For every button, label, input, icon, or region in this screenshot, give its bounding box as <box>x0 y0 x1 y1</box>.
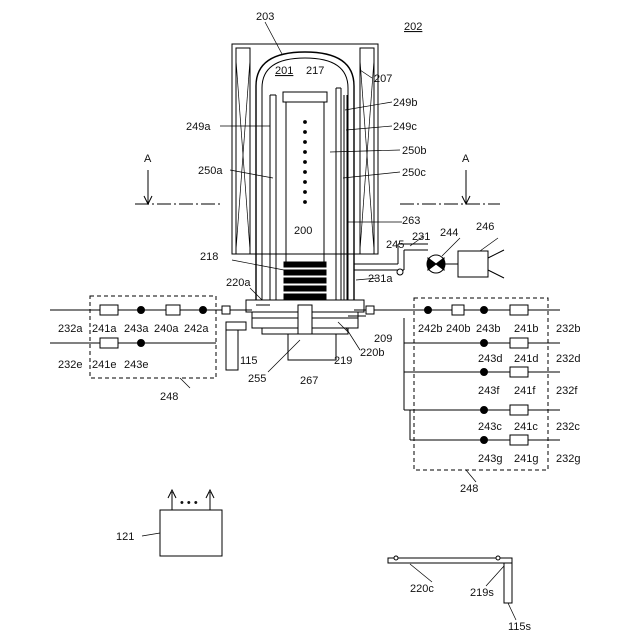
label-248-left: 248 <box>160 391 178 403</box>
label-203: 203 <box>256 11 274 23</box>
label-231: 231 <box>412 231 430 243</box>
label-241a: 241a <box>92 323 117 335</box>
label-243d: 243d <box>478 353 502 365</box>
label-242b: 242b <box>418 323 442 335</box>
label-200: 200 <box>294 225 312 237</box>
label-220c: 220c <box>410 583 434 595</box>
label-240a: 240a <box>154 323 179 335</box>
boat-217 <box>283 92 327 299</box>
label-249b: 249b <box>393 97 417 109</box>
label-232e: 232e <box>58 359 82 371</box>
label-243c: 243c <box>478 421 502 433</box>
label-241f: 241f <box>514 385 536 397</box>
section-label-a-right: A <box>462 153 470 165</box>
wafer-dots <box>304 121 307 204</box>
label-250c: 250c <box>402 167 426 179</box>
label-245: 245 <box>386 239 404 251</box>
rotation-mechanism-267 <box>288 334 336 360</box>
label-241d: 241d <box>514 353 538 365</box>
label-246: 246 <box>476 221 494 233</box>
insulation-218 <box>284 262 326 299</box>
label-255: 255 <box>248 373 266 385</box>
label-201: 201 <box>275 65 293 77</box>
label-243g: 243g <box>478 453 502 465</box>
label-232b: 232b <box>556 323 580 335</box>
label-232d: 232d <box>556 353 580 365</box>
pressure-sensor-245 <box>397 269 403 275</box>
label-207: 207 <box>374 73 392 85</box>
label-209: 209 <box>374 333 392 345</box>
label-248-right: 248 <box>460 483 478 495</box>
label-202: 202 <box>404 21 422 33</box>
label-217: 217 <box>306 65 324 77</box>
section-line-aa <box>135 170 500 204</box>
label-232a: 232a <box>58 323 83 335</box>
label-232g: 232g <box>556 453 580 465</box>
label-249c: 249c <box>393 121 417 133</box>
label-243e: 243e <box>124 359 148 371</box>
label-219: 219 <box>334 355 352 367</box>
label-220b: 220b <box>360 347 384 359</box>
label-244: 244 <box>440 227 458 239</box>
label-218: 218 <box>200 251 218 263</box>
label-250a: 250a <box>198 165 223 177</box>
label-220a: 220a <box>226 277 251 289</box>
label-267: 267 <box>300 375 318 387</box>
label-241g: 241g <box>514 453 538 465</box>
label-250b: 250b <box>402 145 426 157</box>
label-240b: 240b <box>446 323 470 335</box>
label-121: 121 <box>116 531 134 543</box>
label-241b: 241b <box>514 323 538 335</box>
apc-valve-244 <box>427 255 445 273</box>
label-115s: 115s <box>508 621 532 633</box>
label-232f: 232f <box>556 385 578 397</box>
section-label-a-left: A <box>144 153 152 165</box>
label-241c: 241c <box>514 421 538 433</box>
label-219s: 219s <box>470 587 494 599</box>
output-ellipsis: • • • <box>180 497 198 509</box>
label-243a: 243a <box>124 323 149 335</box>
label-243b: 243b <box>476 323 500 335</box>
label-242a: 242a <box>184 323 209 335</box>
label-231a: 231a <box>368 273 393 285</box>
label-263: 263 <box>402 215 420 227</box>
label-115: 115 <box>240 355 258 367</box>
vacuum-pump-246 <box>458 251 488 277</box>
label-241e: 241e <box>92 359 116 371</box>
label-249a: 249a <box>186 121 211 133</box>
label-243f: 243f <box>478 385 500 397</box>
label-232c: 232c <box>556 421 580 433</box>
heater-207 <box>232 44 378 254</box>
